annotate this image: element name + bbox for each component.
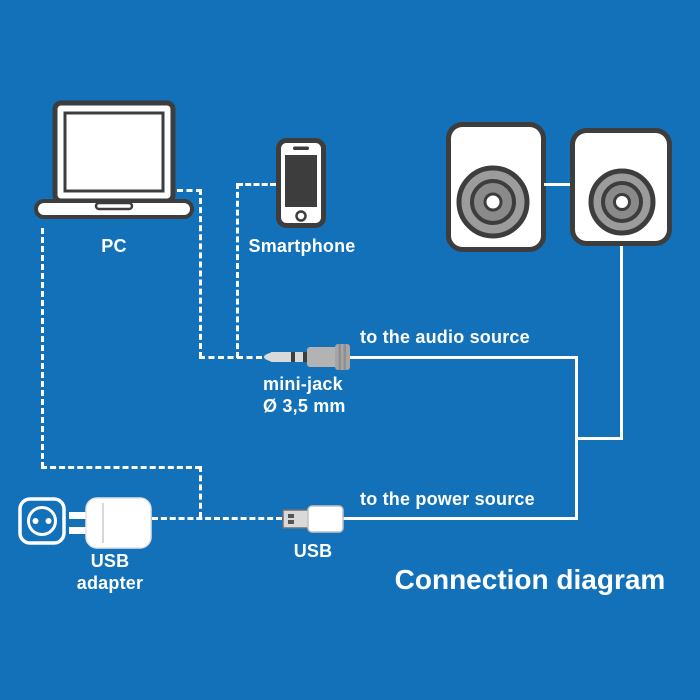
smartphone-icon bbox=[276, 138, 326, 228]
mini-jack-icon bbox=[262, 344, 350, 370]
smartphone-label: Smartphone bbox=[248, 236, 356, 256]
power-cable-segment bbox=[343, 517, 577, 520]
usb-plug-icon bbox=[282, 505, 344, 533]
speaker-feed-cable-segment bbox=[575, 437, 623, 440]
pc-power-cable-segment bbox=[41, 466, 201, 469]
usb-adapter-label-line1: USB bbox=[90, 551, 130, 571]
pc-label: PC bbox=[101, 236, 127, 256]
speaker-left-icon bbox=[446, 122, 546, 252]
pc-power-cable-segment bbox=[199, 466, 202, 518]
pc-audio-cable-segment bbox=[177, 189, 202, 192]
smartphone-audio-cable-segment bbox=[237, 183, 276, 186]
pc-audio-cable-segment bbox=[199, 189, 202, 358]
mini-jack-label-line2: Ø 3,5 mm bbox=[263, 396, 346, 416]
audio-cable-segment bbox=[349, 356, 577, 359]
audio-source-annotation: to the audio source bbox=[360, 327, 530, 347]
usb-label: USB bbox=[293, 541, 333, 561]
speaker-link-cable bbox=[544, 183, 572, 186]
smartphone-audio-cable-segment bbox=[236, 183, 239, 358]
power-outlet-icon bbox=[18, 497, 66, 545]
speaker-right-icon bbox=[570, 128, 672, 246]
laptop-icon bbox=[33, 100, 195, 228]
page-title: Connection diagram bbox=[394, 564, 666, 595]
adapter-usb-cable-segment bbox=[152, 517, 282, 520]
speaker-feed-cable-segment bbox=[620, 246, 623, 440]
jack-input-cable-segment bbox=[199, 356, 262, 359]
usb-adapter-label-line2: adapter bbox=[76, 573, 144, 593]
usb-adapter-icon bbox=[68, 497, 152, 549]
power-source-annotation: to the power source bbox=[360, 489, 535, 509]
usb-adapter-label: USB adapter bbox=[62, 550, 158, 594]
pc-power-cable-segment bbox=[41, 228, 44, 468]
mini-jack-label-line1: mini-jack bbox=[263, 374, 343, 394]
